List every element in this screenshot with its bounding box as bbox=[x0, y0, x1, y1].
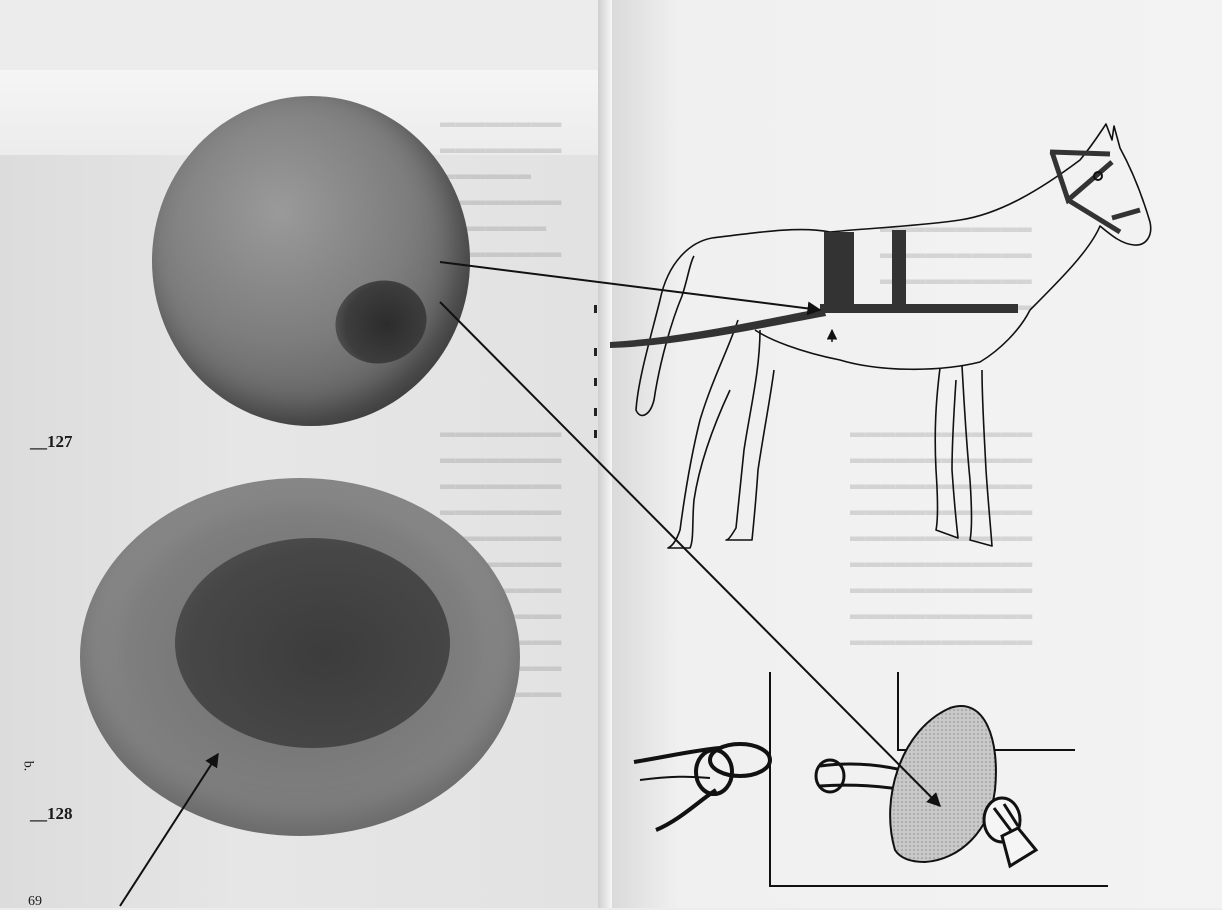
arrow-icon bbox=[120, 754, 218, 906]
arrow-icon bbox=[440, 262, 820, 310]
bridle-drawing bbox=[1050, 152, 1140, 232]
harness-detail-drawing bbox=[634, 672, 1108, 886]
knot-drawing bbox=[984, 798, 1036, 866]
harness-drawing bbox=[610, 230, 1018, 348]
gutter-marks bbox=[594, 305, 597, 438]
arrow-icon bbox=[440, 302, 940, 806]
stone-weight-drawing bbox=[890, 706, 996, 862]
